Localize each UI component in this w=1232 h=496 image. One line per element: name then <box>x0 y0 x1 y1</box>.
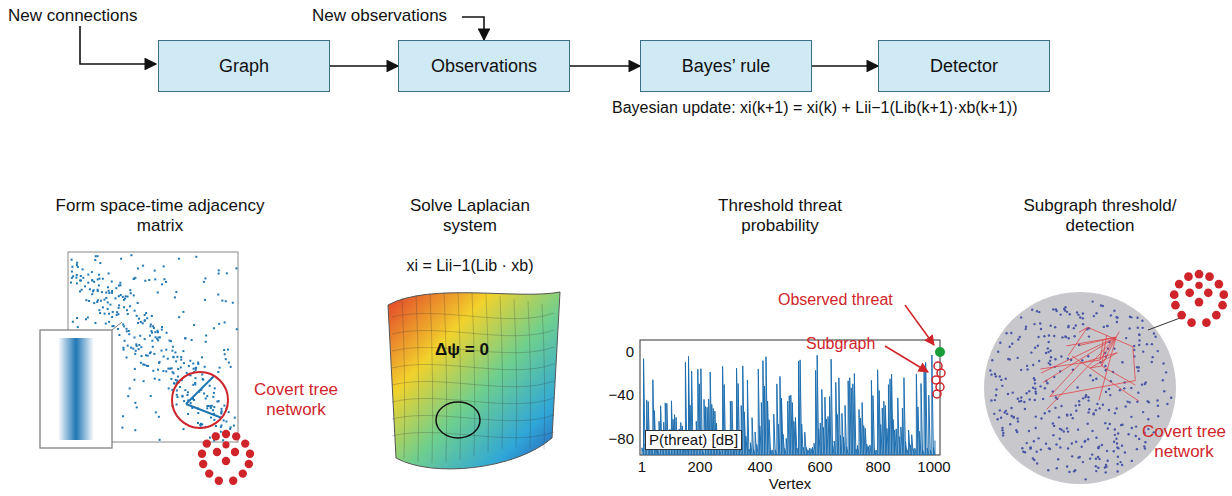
callout-label: Observed threat <box>778 290 893 309</box>
graph-vertices <box>989 300 1172 480</box>
flow-arrow <box>570 65 640 67</box>
callout-label: Covert tree network <box>1139 422 1229 463</box>
axis-tick: −80 <box>609 430 634 448</box>
panel-heading: Solve Laplacian system <box>385 196 555 237</box>
axis-tick: 0 <box>626 343 634 361</box>
equation: xi = Lii−1(Lib · xb) <box>360 256 580 275</box>
subgraph-markers <box>932 362 945 398</box>
process-box: Observations <box>398 40 570 92</box>
highlight-circle <box>172 372 228 428</box>
laplace-surface <box>388 292 560 469</box>
box-label: Bayes’ rule <box>682 56 770 77</box>
inset-frame <box>40 330 112 448</box>
panel-heading: Subgraph threshold/ detection <box>1015 196 1185 237</box>
box-label: Observations <box>431 56 537 77</box>
axis-tick: 1 <box>627 458 657 476</box>
process-box: Graph <box>158 40 330 92</box>
callout-label: Covert tree network <box>246 380 346 421</box>
axis-title: Vertex <box>750 475 830 493</box>
process-box: Detector <box>878 40 1050 92</box>
box-label: Detector <box>930 56 998 77</box>
axis-tick: 800 <box>858 458 898 476</box>
axis-tick: 1000 <box>912 458 956 476</box>
inset-bar <box>58 338 94 440</box>
input-label: New connections <box>8 6 137 26</box>
threat-dot <box>935 347 945 357</box>
axis-tick: 600 <box>800 458 840 476</box>
panel-heading: Form space-time adjacency matrix <box>55 196 265 237</box>
probability-trace <box>642 355 935 455</box>
flow-arrow <box>330 65 398 67</box>
plot-frame <box>640 340 940 455</box>
graph-blob <box>984 292 1176 484</box>
callout-label: Subgraph <box>806 334 875 353</box>
input-wire <box>462 17 484 40</box>
box-label: Graph <box>219 56 269 77</box>
input-label: New observations <box>312 6 447 26</box>
axis-tick: 200 <box>680 458 720 476</box>
input-wire <box>80 26 156 64</box>
process-box: Bayes’ rule <box>640 40 812 92</box>
equation: Δψ = 0 <box>412 340 512 360</box>
flow-arrow <box>812 65 878 67</box>
axis-tick: 400 <box>740 458 780 476</box>
boundary-contour <box>436 402 480 438</box>
tree-icon <box>1170 270 1228 327</box>
axis-tick: −40 <box>609 386 634 404</box>
update-equation: Bayesian update: xi(k+1) = xi(k) + Lii−1… <box>612 98 1018 117</box>
surface-grid <box>392 292 554 463</box>
tree-icon <box>198 430 254 485</box>
panel-heading: Threshold threat probability <box>685 196 875 237</box>
axis-title: P(threat) [dB] <box>645 430 742 450</box>
